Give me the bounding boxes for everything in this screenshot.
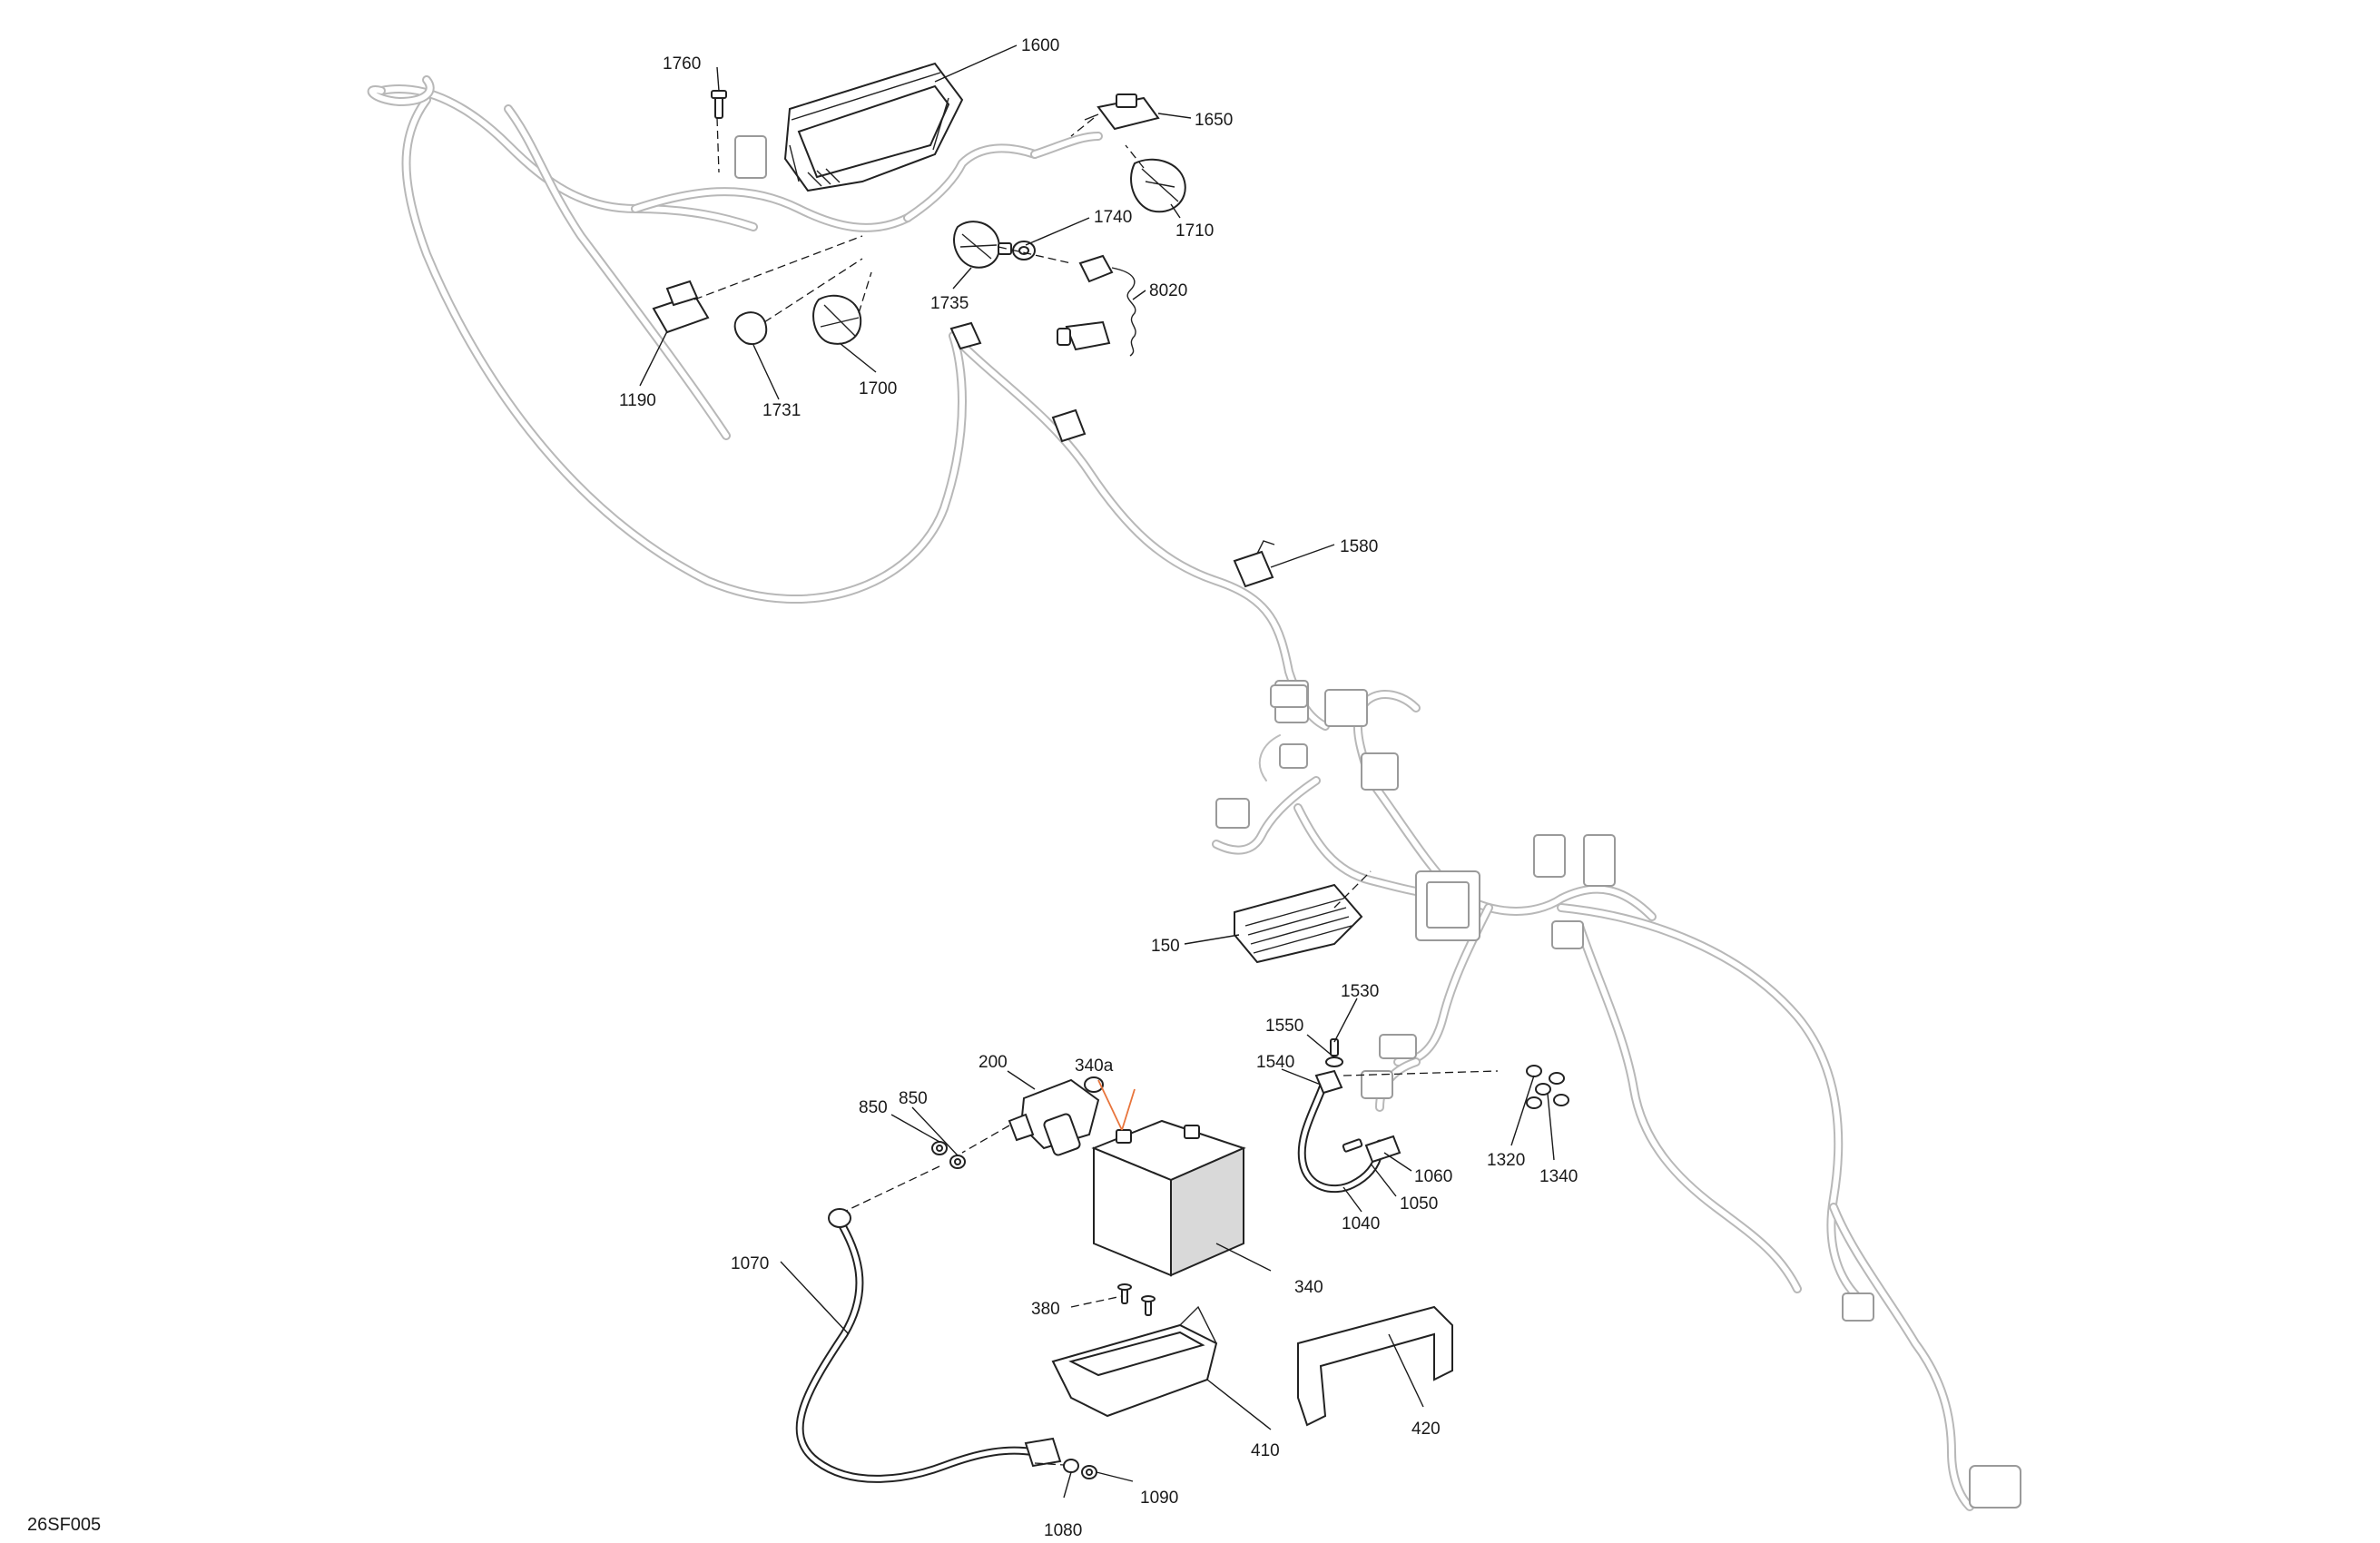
starter-solenoid: [843, 1076, 1104, 1213]
callout-labels: 1760 1600 1650 1710 1740 8020 1735 1190 …: [619, 36, 1578, 1540]
callout-1070: 1070: [731, 1254, 769, 1273]
callout-850-right: 850: [899, 1089, 928, 1108]
callout-850-left: 850: [859, 1098, 888, 1117]
callout-380: 380: [1031, 1300, 1060, 1319]
voltage-regulator: [1234, 883, 1363, 964]
callout-1080: 1080: [1044, 1521, 1082, 1540]
battery-tray: [1051, 1283, 1218, 1418]
drawing-reference-code: 26SF005: [27, 1515, 101, 1535]
callout-1320: 1320: [1487, 1151, 1525, 1170]
callout-1580: 1580: [1340, 537, 1378, 556]
callout-1760: 1760: [663, 54, 701, 74]
positive-cable: [795, 1208, 1097, 1483]
callout-1600: 1600: [1021, 36, 1059, 55]
callout-1060: 1060: [1414, 1167, 1452, 1186]
callout-1050: 1050: [1400, 1194, 1438, 1214]
callout-1740: 1740: [1094, 208, 1132, 227]
callout-420: 420: [1411, 1420, 1441, 1439]
callout-1650: 1650: [1195, 111, 1233, 130]
callout-340a: 340a: [1075, 1057, 1114, 1076]
callout-1700: 1700: [859, 379, 897, 398]
callout-1731: 1731: [762, 401, 801, 420]
callout-200: 200: [979, 1053, 1008, 1072]
callout-1530: 1530: [1341, 982, 1379, 1001]
upper-components: [652, 90, 1275, 588]
callout-1090: 1090: [1140, 1489, 1178, 1508]
callout-1550: 1550: [1265, 1017, 1303, 1036]
callout-8020: 8020: [1149, 281, 1187, 300]
callout-1710: 1710: [1175, 221, 1214, 241]
callout-1540: 1540: [1256, 1053, 1294, 1072]
leader-lines: [639, 44, 1555, 1499]
callout-1190: 1190: [619, 391, 656, 410]
instrument-cluster: [783, 62, 964, 192]
battery: [1091, 1079, 1246, 1277]
callout-410: 410: [1251, 1441, 1280, 1460]
assembly-lines: [693, 117, 1372, 1466]
callout-150: 150: [1151, 937, 1180, 956]
callout-1340: 1340: [1539, 1167, 1578, 1186]
ground-cable: [1297, 1038, 1401, 1194]
callout-1735: 1735: [930, 294, 969, 313]
wiring-harness: [367, 75, 2021, 1511]
callout-1040: 1040: [1342, 1214, 1380, 1233]
callout-340: 340: [1294, 1278, 1323, 1297]
battery-strap: [1297, 1305, 1453, 1427]
